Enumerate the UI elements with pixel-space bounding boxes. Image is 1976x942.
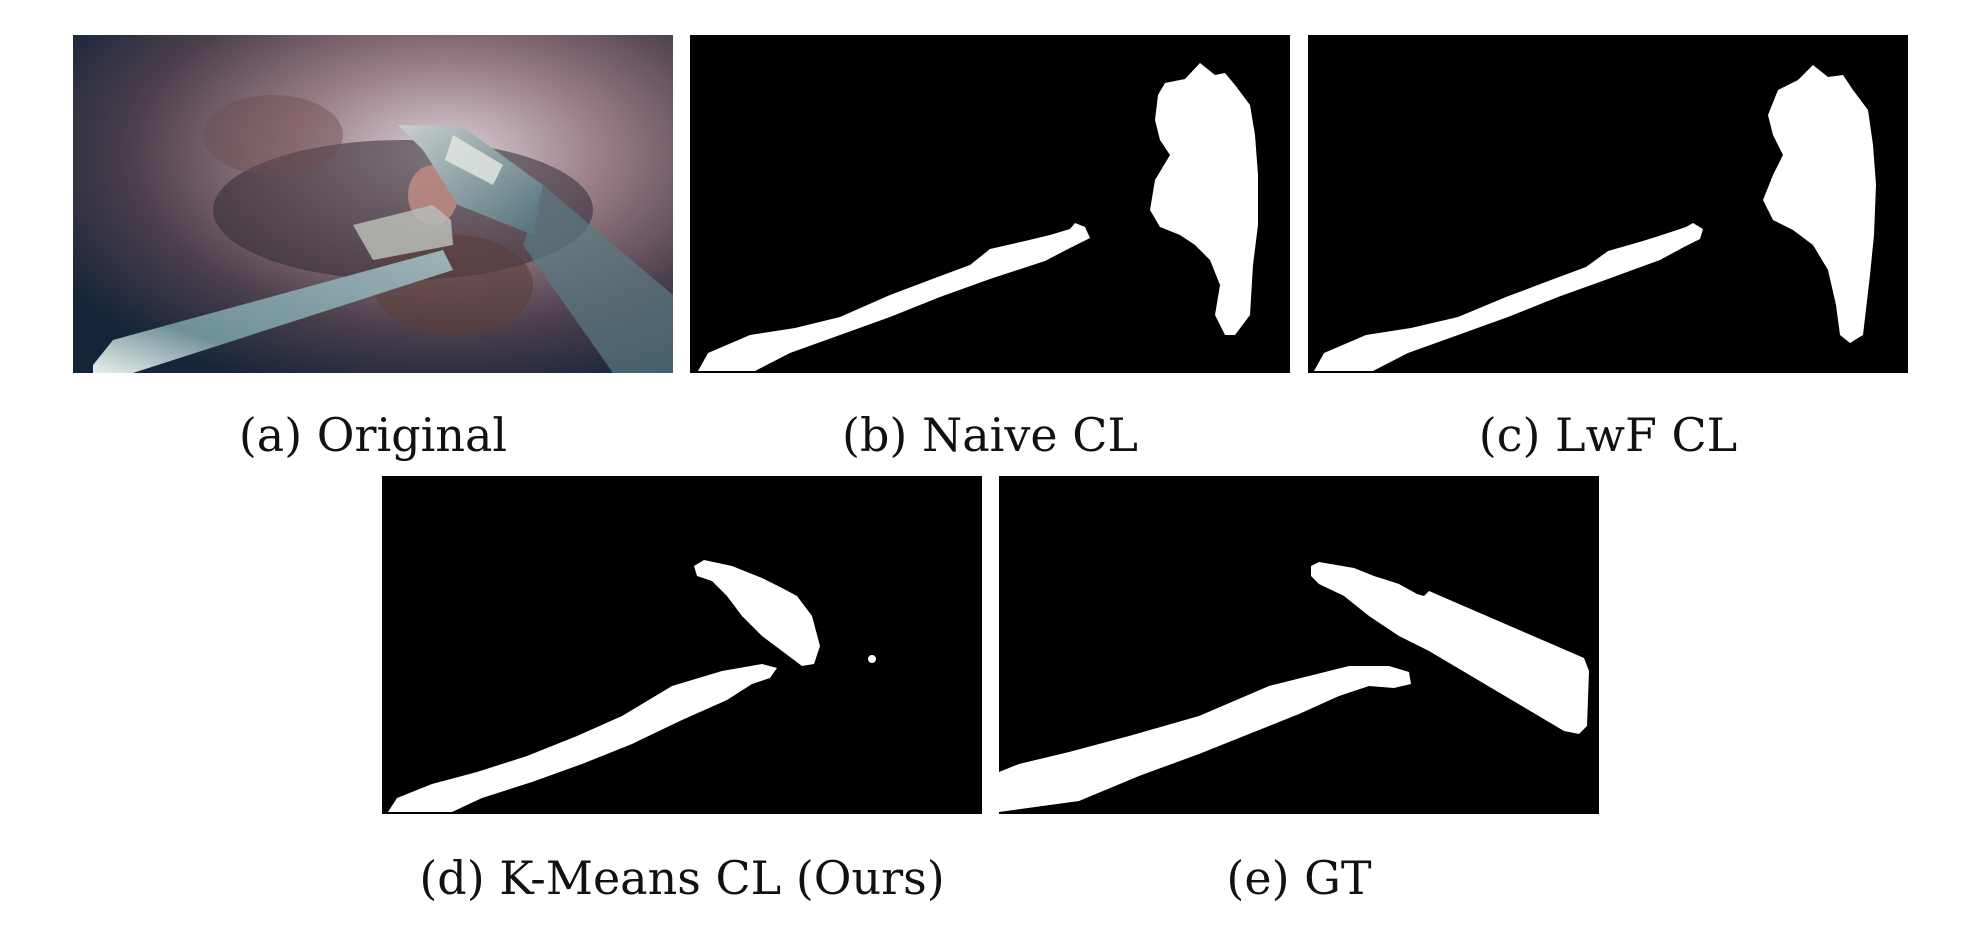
lwf-cl-mask-panel (1308, 35, 1908, 373)
caption-gt: (e) GT (1226, 851, 1372, 905)
naive-cl-segmentation-mask (690, 35, 1290, 373)
original-image-panel (73, 35, 673, 373)
lwf-cl-segmentation-mask (1308, 35, 1908, 373)
naive-cl-mask-panel (690, 35, 1290, 373)
caption-kmeans-cl: (d) K-Means CL (Ours) (419, 851, 945, 905)
caption-naive-cl: (b) Naive CL (842, 408, 1138, 462)
gt-mask-panel (999, 476, 1599, 814)
kmeans-cl-mask-panel (382, 476, 982, 814)
caption-lwf-cl: (c) LwF CL (1478, 408, 1738, 462)
caption-original: (a) Original (238, 408, 508, 462)
original-surgical-image (73, 35, 673, 373)
kmeans-cl-segmentation-mask (382, 476, 982, 814)
ground-truth-mask (999, 476, 1599, 814)
